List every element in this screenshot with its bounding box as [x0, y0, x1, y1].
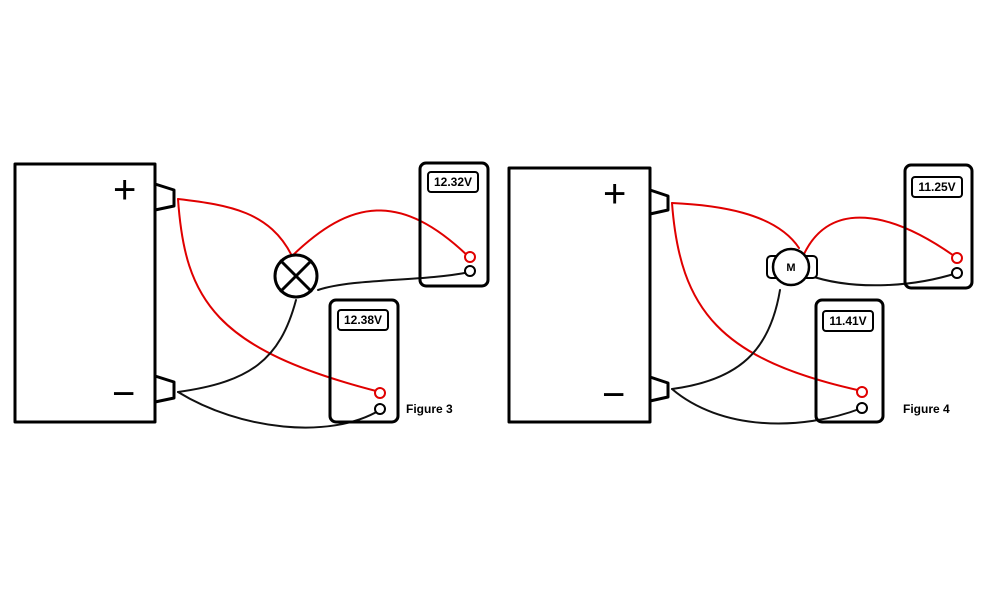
- motor-label: M: [786, 262, 795, 274]
- negative-terminal: [153, 374, 176, 404]
- motor-icon: M: [766, 247, 818, 287]
- red-wire-battery-to-lamp: [177, 198, 293, 257]
- red-wire-battery-to-bottom-meter: [177, 198, 381, 393]
- probe-positive: [856, 386, 868, 398]
- voltmeter-top: 11.25V: [903, 163, 974, 290]
- red-wire-battery-to-bottom-meter: [671, 202, 863, 392]
- negative-sign: −: [602, 373, 625, 417]
- probe-negative: [951, 267, 963, 279]
- meter-display: [337, 309, 389, 331]
- black-wire-negative-to-bottom-meter: [177, 391, 381, 429]
- voltmeter-top: 12.32V: [418, 161, 490, 288]
- voltmeter-bottom: 11.41V: [814, 298, 885, 424]
- positive-terminal: [153, 182, 176, 212]
- black-wire-motor-to-top-meter: [807, 272, 958, 287]
- probe-negative: [856, 402, 868, 414]
- black-wire-lamp-to-top-meter: [317, 271, 471, 291]
- figure-4: + − M 11.25V 11.41V: [507, 163, 974, 425]
- positive-sign: +: [603, 172, 626, 216]
- positive-terminal: [648, 188, 670, 216]
- battery: [507, 166, 652, 424]
- figure-3: + − 12.32V 12.38V: [13, 161, 490, 429]
- black-wire-negative-to-lamp: [177, 299, 297, 393]
- meter-reading: 11.41V: [829, 314, 866, 328]
- voltmeter-bottom: 12.38V: [328, 298, 400, 424]
- figure-caption: Figure 4: [903, 402, 950, 416]
- red-wire-battery-to-motor: [671, 202, 800, 249]
- red-wire-lamp-to-top-meter: [291, 209, 471, 259]
- battery: [13, 162, 157, 424]
- meter-display: [822, 310, 874, 332]
- lamp-cross-icon: [273, 253, 319, 299]
- probe-positive: [374, 387, 386, 399]
- probe-positive: [951, 252, 963, 264]
- probe-positive: [464, 251, 476, 263]
- positive-sign: +: [113, 168, 136, 212]
- probe-negative: [374, 403, 386, 415]
- black-wire-negative-to-motor: [671, 289, 781, 390]
- probe-negative: [464, 265, 476, 277]
- meter-display: [427, 171, 479, 193]
- figure-caption: Figure 3: [406, 402, 453, 416]
- meter-reading: 11.25V: [918, 180, 955, 194]
- negative-terminal: [648, 375, 670, 403]
- red-wire-motor-to-top-meter: [803, 216, 958, 259]
- meter-reading: 12.38V: [344, 313, 382, 327]
- meter-display: [911, 176, 963, 198]
- negative-sign: −: [112, 372, 135, 416]
- black-wire-negative-to-bottom-meter: [671, 388, 863, 425]
- meter-reading: 12.32V: [434, 175, 472, 189]
